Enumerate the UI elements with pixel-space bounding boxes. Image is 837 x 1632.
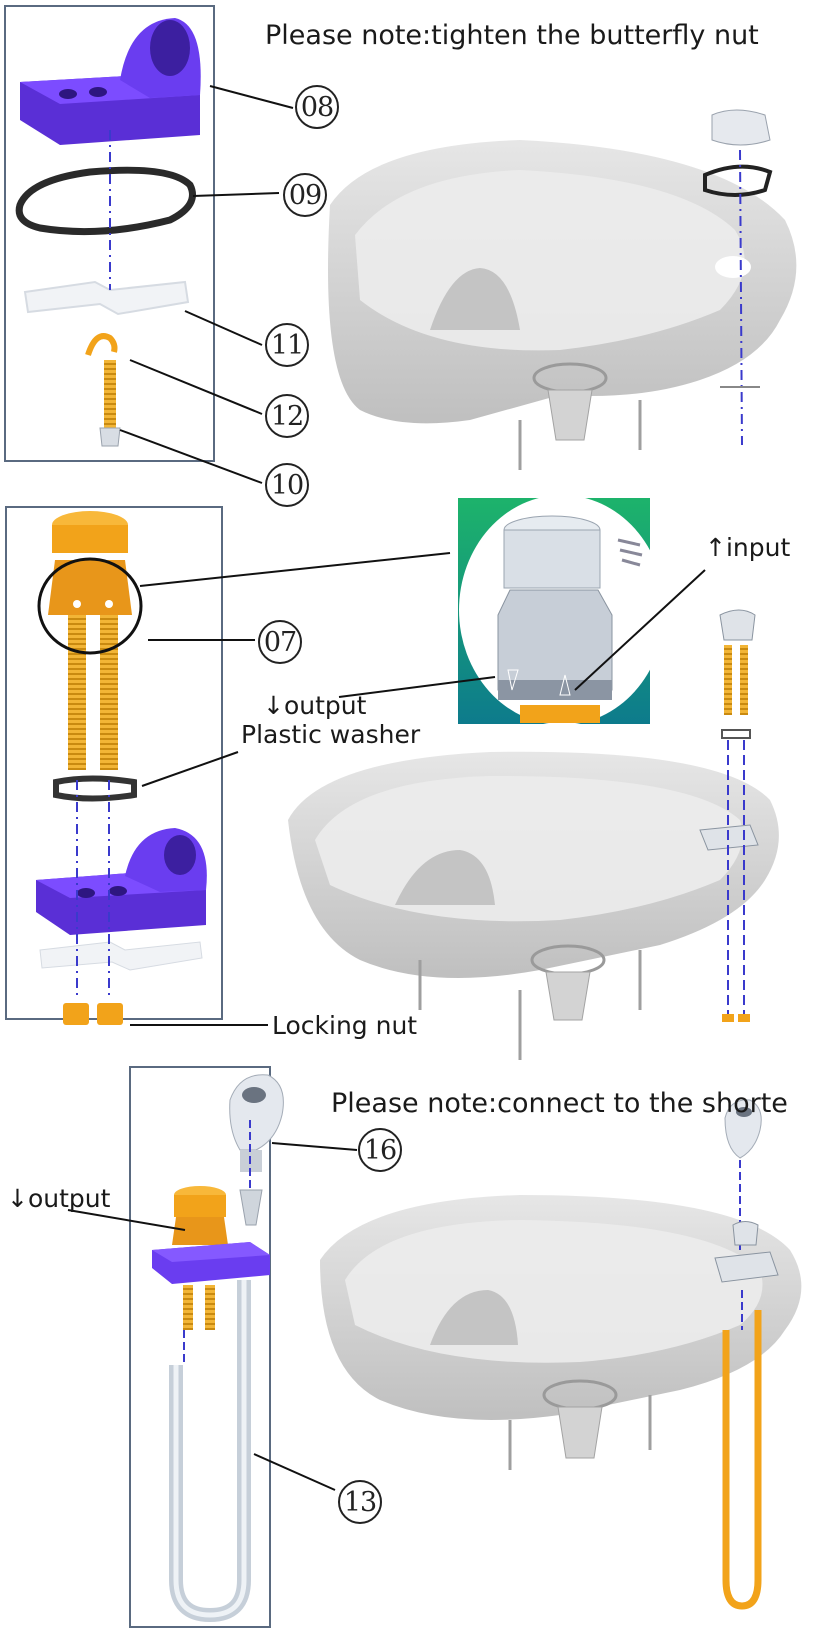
locking-nut-left	[63, 1003, 89, 1025]
part-number-11: 11	[265, 323, 309, 367]
part-number-13: 13	[338, 1480, 382, 1524]
part-10-bolt	[104, 360, 116, 430]
mini-spray-head-3	[724, 1099, 762, 1159]
part-number-12: 12	[265, 394, 309, 438]
label-input: ↑input	[705, 533, 791, 562]
section1-frame	[4, 5, 215, 462]
plastic-washer	[53, 775, 137, 802]
mini-u-tube-3	[722, 1310, 762, 1610]
part-number-10: 10	[265, 463, 309, 507]
seat-2	[36, 828, 207, 935]
part-number-16: 16	[358, 1128, 402, 1172]
basin-3	[320, 1195, 802, 1470]
part-16-spray-head	[229, 1074, 284, 1172]
mini-gasket-1	[703, 164, 773, 197]
part-11-plate	[23, 280, 190, 316]
section3-frame	[129, 1066, 271, 1628]
label-output-bottom: ↓output	[7, 1184, 111, 1213]
mini-seat-1	[711, 109, 771, 146]
valve-assembly-3	[152, 1186, 270, 1330]
part-12-hook	[85, 333, 118, 356]
locking-nut-right	[97, 1003, 123, 1025]
part-09-gasket	[15, 166, 196, 236]
basin-1	[328, 140, 797, 470]
mini-valve-2	[719, 609, 756, 641]
part-13-u-tube	[169, 1280, 251, 1623]
part-08-seat	[20, 18, 201, 145]
highlight-circle	[37, 557, 143, 655]
label-plastic-washer: Plastic washer	[241, 720, 421, 749]
part-number-09: 09	[283, 173, 327, 217]
basin-2	[288, 751, 779, 1060]
note-connect-to-shorter: Please note:connect to the shorte	[331, 1088, 788, 1119]
label-locking-nut: Locking nut	[272, 1011, 418, 1040]
part-number-07: 07	[258, 620, 302, 664]
plate-2	[39, 941, 203, 971]
part-number-08: 08	[295, 85, 339, 129]
label-output-middle: ↓output	[263, 691, 367, 720]
valve-closeup-inset	[458, 495, 665, 725]
part-07-valve	[48, 511, 132, 770]
note-tighten-butterfly-nut: Please note:tighten the butterfly nut	[265, 20, 759, 51]
